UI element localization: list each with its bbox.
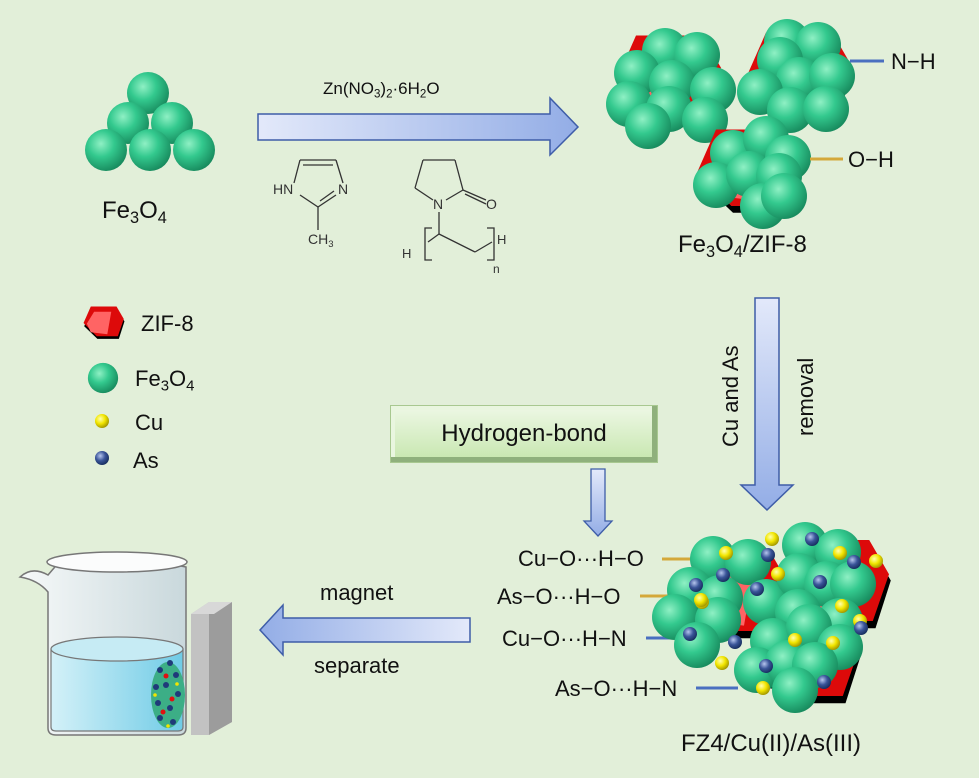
fe3o4-label: Fe3O4 <box>102 197 167 227</box>
imidazole-n-label: N <box>338 181 349 197</box>
legend-as-icon <box>95 451 109 465</box>
magnet-label: magnet <box>320 580 394 605</box>
legend-fe3o4-icon <box>87 362 119 394</box>
fe3o4-zif8-label: Fe3O4/ZIF-8 <box>678 231 807 261</box>
reagent-label: Zn(NO3)2·6H2O <box>323 79 440 101</box>
pvp-n-subscript: n <box>493 262 500 276</box>
removal-label-left: Cu and As <box>718 345 743 447</box>
pvp-structure-icon <box>414 159 495 261</box>
legend-as-label: As <box>133 448 159 473</box>
removal-arrow <box>739 297 795 512</box>
hydrogen-bond-box: Hydrogen-bond <box>390 405 658 463</box>
pvp-n-label: N <box>433 196 444 212</box>
separation-arrow <box>258 603 471 657</box>
bond-formula: As−O···H−N <box>555 676 678 701</box>
removal-label-right: removal <box>793 357 818 436</box>
separate-label: separate <box>314 653 400 678</box>
pvp-o-label: O <box>486 196 497 212</box>
imidazole-hn-label: HN <box>273 181 294 197</box>
pvp-h-right-label: H <box>497 232 507 247</box>
legend-fe3o4-label: Fe3O4 <box>135 366 195 395</box>
methylimidazole-structure-icon <box>293 159 344 230</box>
hydrogen-bond-label: Hydrogen-bond <box>441 420 607 447</box>
legend-zif8-icon <box>83 306 125 339</box>
oh-group-label: O−H <box>848 147 894 172</box>
bond-formula: As−O···H−O <box>497 584 621 609</box>
beaker-icon <box>18 551 188 736</box>
fe3o4-cluster-icon <box>85 72 215 171</box>
magnetized-particles-icon <box>151 660 185 728</box>
pvp-h-left-label: H <box>402 246 412 261</box>
fe3o4-zif8-particle <box>737 19 855 133</box>
bond-formula: Cu−O···H−N <box>502 626 627 651</box>
bond-formula: Cu−O···H−O <box>518 546 644 571</box>
legend-cu-label: Cu <box>135 410 164 435</box>
hydrogen-bond-arrow <box>582 468 614 537</box>
imidazole-ch3-label: CH3 <box>308 231 334 250</box>
synthesis-arrow <box>257 96 580 157</box>
magnet-icon <box>191 602 232 735</box>
nh-group-label: N−H <box>891 49 936 74</box>
legend-cu-icon <box>95 414 109 428</box>
fz4-cu-as-label: FZ4/Cu(II)/As(III) <box>681 730 861 757</box>
legend-zif8-label: ZIF-8 <box>141 311 194 336</box>
